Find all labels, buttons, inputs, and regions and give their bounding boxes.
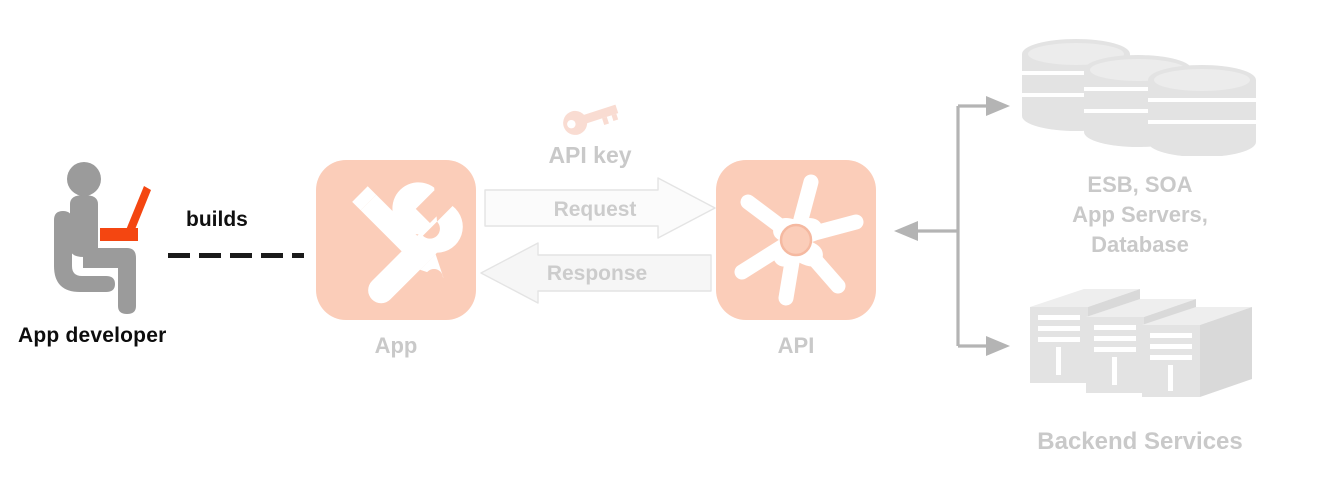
arrow-to-api-icon xyxy=(894,221,918,241)
key-icon xyxy=(560,100,624,136)
request-label: Request xyxy=(553,198,637,221)
response-arrow xyxy=(480,242,712,304)
esb-soa-database-label: ESB, SOA App Servers, Database xyxy=(1000,170,1280,260)
esb-label-line-1: ESB, SOA xyxy=(1087,172,1193,197)
backend-services-label: Backend Services xyxy=(1037,428,1243,455)
api-key-label: API key xyxy=(548,142,632,168)
arrow-to-servers-icon xyxy=(986,336,1010,356)
app-label: App xyxy=(374,333,418,358)
api-tile[interactable] xyxy=(716,160,876,320)
api-hub-star-icon xyxy=(734,174,864,306)
backend-connectors xyxy=(886,90,1026,360)
seated-developer-with-laptop-icon xyxy=(40,160,180,315)
api-label: API xyxy=(777,333,815,358)
builds-dashed-line xyxy=(168,245,304,258)
app-developer-label: App developer xyxy=(18,324,167,347)
wrench-and-pencil-icon xyxy=(352,182,463,304)
request-arrow xyxy=(484,177,716,239)
esb-label-line-3: Database xyxy=(1091,232,1189,257)
builds-label: builds xyxy=(186,208,248,231)
server-racks-icon xyxy=(1028,285,1260,397)
esb-label-line-2: App Servers, xyxy=(1072,202,1208,227)
app-tile[interactable] xyxy=(316,160,476,320)
database-cylinders-icon xyxy=(1020,38,1260,157)
arrow-to-database-icon xyxy=(986,96,1010,116)
response-label: Response xyxy=(546,262,648,285)
